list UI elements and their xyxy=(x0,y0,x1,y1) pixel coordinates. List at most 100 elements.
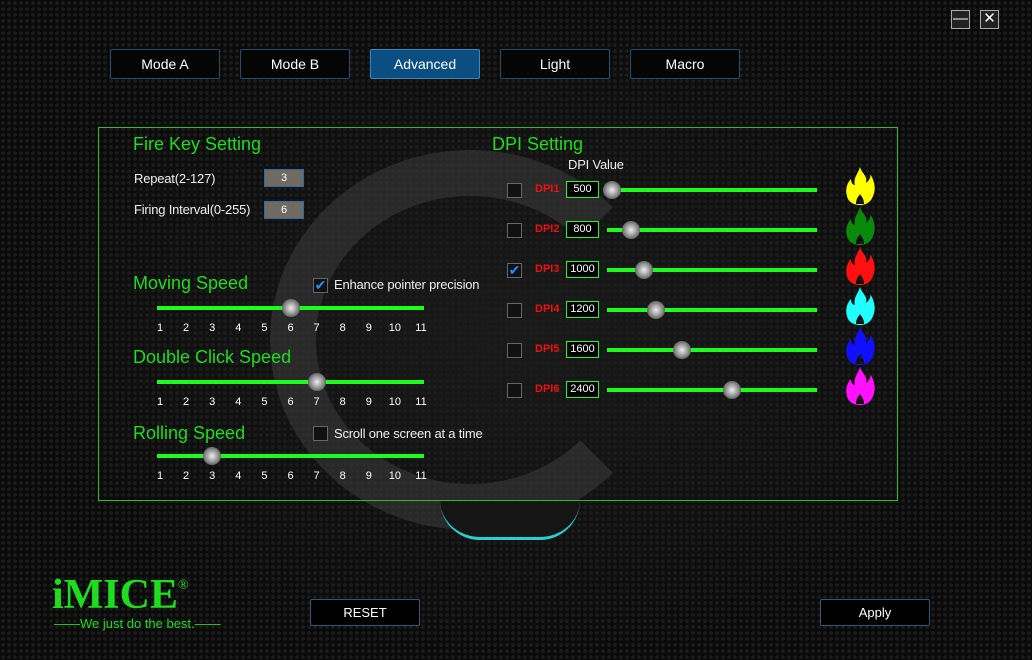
slider-thumb[interactable] xyxy=(307,373,326,391)
tick-label: 7 xyxy=(313,470,320,482)
dpi2-label: DPI2 xyxy=(535,223,560,235)
dpi2-checkbox[interactable] xyxy=(507,223,522,238)
enhance-precision-label: Enhance pointer precision xyxy=(334,277,480,292)
reset-button[interactable]: RESET xyxy=(310,599,420,626)
tick-label: 2 xyxy=(183,396,190,408)
tick-label: 1 xyxy=(156,322,164,334)
dpi1-slider-thumb[interactable] xyxy=(603,181,621,199)
dpi6-label: DPI6 xyxy=(535,383,560,395)
settings-panel xyxy=(98,127,898,501)
tick-label: 8 xyxy=(339,396,346,408)
tick-label: 3 xyxy=(209,322,216,334)
dpi5-value-input[interactable]: 1600 xyxy=(566,341,599,358)
tick-label: 1 xyxy=(156,470,164,482)
dpi4-checkbox[interactable] xyxy=(507,303,522,318)
tick-label: 5 xyxy=(261,470,268,482)
apply-button[interactable]: Apply xyxy=(820,599,930,626)
dpi1-checkbox[interactable] xyxy=(507,183,522,198)
dpi4-slider-thumb[interactable] xyxy=(647,301,666,319)
tick-label: 2 xyxy=(183,470,190,482)
close-button[interactable]: ✕ xyxy=(980,10,999,29)
tick-label: 2 xyxy=(183,322,190,334)
double-click-title: Double Click Speed xyxy=(133,347,292,367)
tick-label: 6 xyxy=(287,396,294,408)
tick-label: 10 xyxy=(388,396,402,408)
dpi3-slider-thumb[interactable] xyxy=(634,261,653,279)
tick-label: 6 xyxy=(287,470,294,482)
minimize-button[interactable]: — xyxy=(951,10,970,29)
tick-label: 1 xyxy=(156,396,164,408)
dpi5-slider-thumb[interactable] xyxy=(672,341,691,359)
dpi3-label: DPI3 xyxy=(535,263,560,275)
dpi1-label: DPI1 xyxy=(535,183,560,195)
dpi2-slider-thumb[interactable] xyxy=(621,221,640,239)
tick-label: 8 xyxy=(339,470,346,482)
tick-label: 4 xyxy=(235,396,242,408)
dpi1-flame-color-icon[interactable] xyxy=(844,166,876,206)
rolling-speed-title: Rolling Speed xyxy=(133,423,246,443)
tick-label: 9 xyxy=(365,470,372,482)
tab-mode-a[interactable]: Mode A xyxy=(110,49,220,79)
slider-thumb[interactable] xyxy=(203,447,222,465)
tick-label: 7 xyxy=(313,322,320,334)
tab-macro[interactable]: Macro xyxy=(630,49,740,79)
check-icon: ✔ xyxy=(508,262,521,278)
mouse-glow-graphic xyxy=(440,500,580,540)
dpi3-flame-color-icon[interactable] xyxy=(844,246,876,286)
tick-label: 3 xyxy=(209,396,216,408)
tab-light[interactable]: Light xyxy=(500,49,610,79)
tab-advanced[interactable]: Advanced xyxy=(370,49,480,79)
logo-tagline: ——We just do the best.—— xyxy=(54,616,221,631)
repeat-input[interactable]: 3 xyxy=(264,169,304,187)
dpi6-checkbox[interactable] xyxy=(507,383,522,398)
repeat-label: Repeat(2-127) xyxy=(134,171,216,186)
tick-label: 5 xyxy=(261,396,268,408)
slider-thumb[interactable] xyxy=(281,299,300,317)
dpi4-value-input[interactable]: 1200 xyxy=(566,301,599,318)
slider-track[interactable] xyxy=(157,380,424,384)
dpi5-label: DPI5 xyxy=(535,343,560,355)
scroll-screen-checkbox[interactable] xyxy=(313,426,328,441)
dpi6-value-input[interactable]: 2400 xyxy=(566,381,599,398)
fire-key-title: Fire Key Setting xyxy=(133,134,262,154)
tick-label: 11 xyxy=(415,322,427,334)
tick-label: 4 xyxy=(235,470,242,482)
dpi5-flame-color-icon[interactable] xyxy=(844,326,876,366)
scroll-screen-label: Scroll one screen at a time xyxy=(334,426,483,441)
tick-label: 8 xyxy=(339,322,346,334)
slider-track[interactable] xyxy=(157,454,424,458)
dpi6-slider-thumb[interactable] xyxy=(723,381,742,399)
dpi3-checkbox[interactable]: ✔ xyxy=(507,263,522,278)
tick-label: 7 xyxy=(313,396,320,408)
tick-label: 10 xyxy=(388,322,402,334)
dpi2-value-input[interactable]: 800 xyxy=(566,221,599,238)
moving-speed-title: Moving Speed xyxy=(133,273,249,293)
firing-interval-input[interactable]: 6 xyxy=(264,201,304,219)
dpi1-slider-track[interactable] xyxy=(607,188,817,192)
dpi1-value-input[interactable]: 500 xyxy=(566,181,599,198)
check-icon: ✔ xyxy=(314,277,327,293)
dpi2-slider-track[interactable] xyxy=(607,228,817,232)
dpi-title: DPI Setting xyxy=(492,134,584,154)
dpi4-slider-track[interactable] xyxy=(607,308,817,312)
dpi3-value-input[interactable]: 1000 xyxy=(566,261,599,278)
tick-label: 9 xyxy=(365,322,372,334)
dpi3-slider-track[interactable] xyxy=(607,268,817,272)
dpi6-slider-track[interactable] xyxy=(607,388,817,392)
dpi-value-header: DPI Value xyxy=(568,157,624,172)
tick-label: 11 xyxy=(415,396,427,408)
tick-label: 3 xyxy=(209,470,216,482)
dpi5-checkbox[interactable] xyxy=(507,343,522,358)
tab-mode-b[interactable]: Mode B xyxy=(240,49,350,79)
tick-label: 11 xyxy=(415,470,427,482)
firing-interval-label: Firing Interval(0-255) xyxy=(134,202,251,217)
dpi4-label: DPI4 xyxy=(535,303,560,315)
dpi6-flame-color-icon[interactable] xyxy=(844,366,876,406)
enhance-precision-checkbox[interactable]: ✔ xyxy=(313,278,328,293)
dpi2-flame-color-icon[interactable] xyxy=(844,206,876,246)
tick-label: 10 xyxy=(388,470,402,482)
imice-logo: iMICE® xyxy=(52,576,189,614)
dpi5-slider-track[interactable] xyxy=(607,348,817,352)
tick-label: 6 xyxy=(287,322,294,334)
dpi4-flame-color-icon[interactable] xyxy=(844,286,876,326)
